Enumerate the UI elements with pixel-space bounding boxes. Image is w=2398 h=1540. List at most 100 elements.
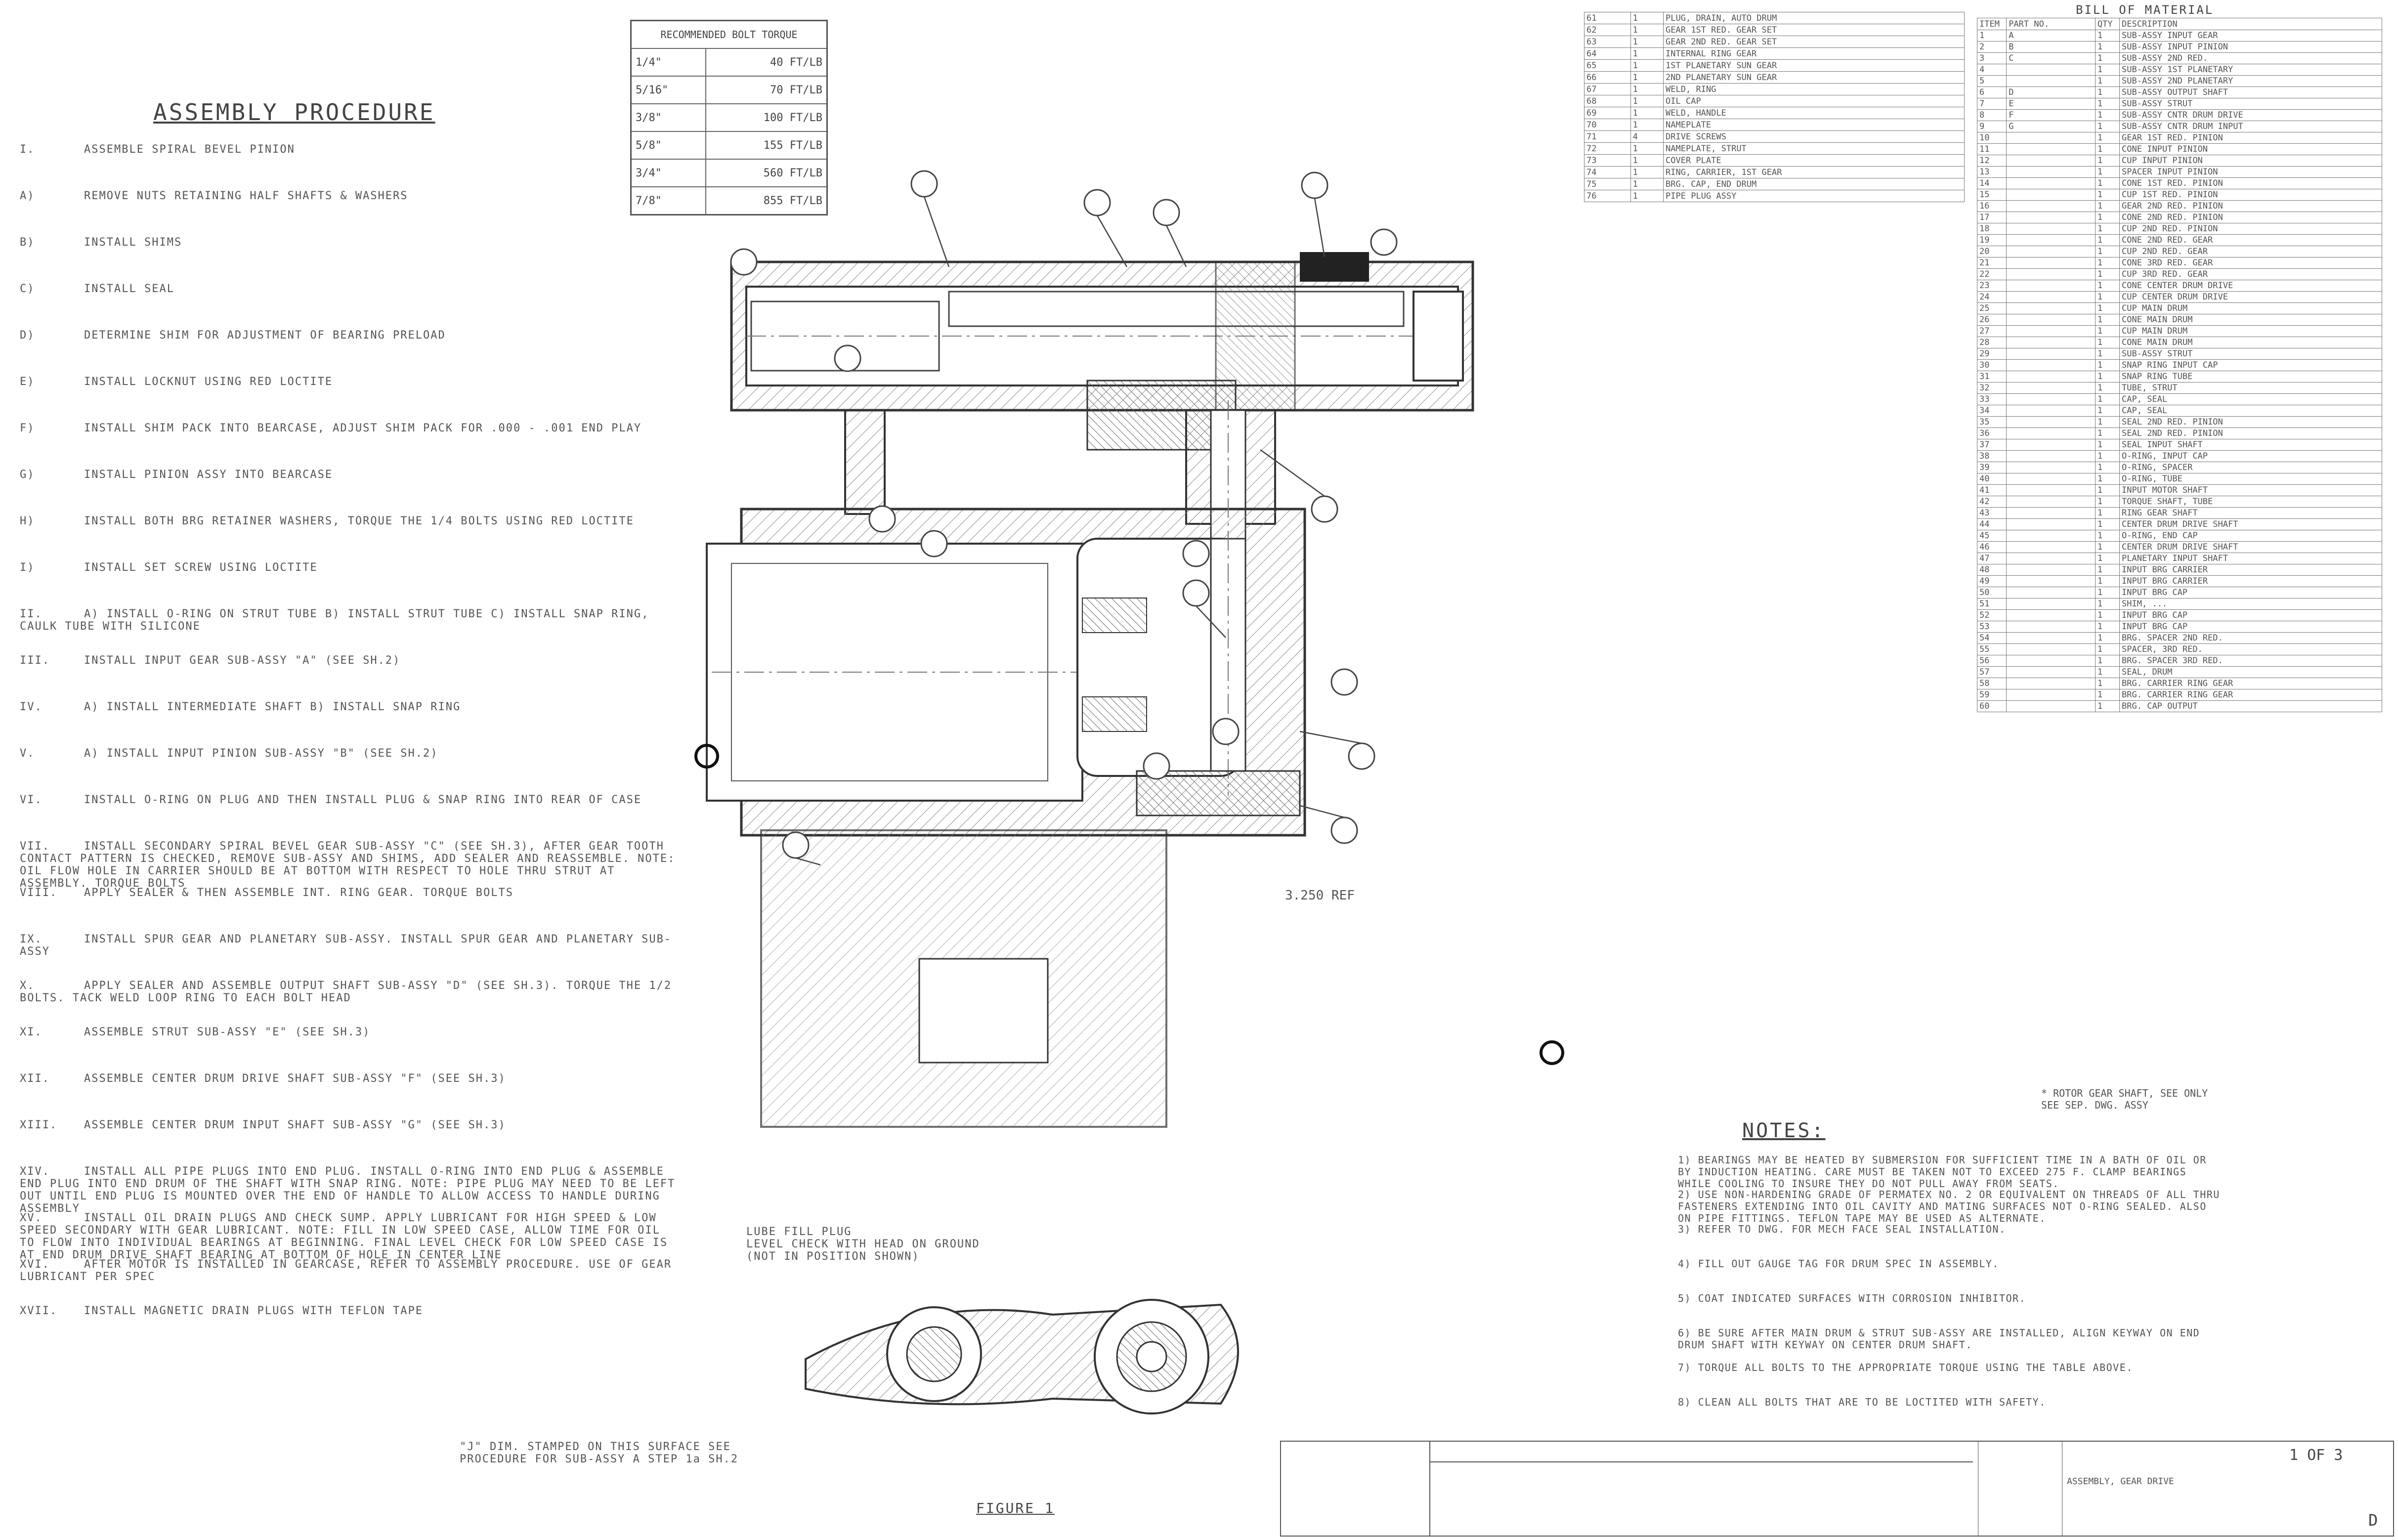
bom-desc: CONE CENTER DRUM DRIVE (2119, 280, 2382, 292)
bom-qty: 1 (2095, 98, 2120, 110)
parts-desc: 2ND PLANETARY SUN GEAR (1663, 71, 1965, 84)
bom-qty: 1 (2095, 553, 2120, 564)
bom-part (2006, 302, 2096, 314)
bom-item: 23 (1976, 280, 2007, 292)
bom-desc: BRG. CARRIER RING GEAR (2119, 689, 2382, 701)
bom-part (2006, 609, 2096, 621)
bom-qty: 1 (2095, 507, 2120, 519)
parts-item: 63 (1584, 36, 1631, 48)
revision-letter: D (2368, 1511, 2378, 1530)
procedure-step-text: INSTALL SEAL (84, 283, 174, 295)
bom-header-cell: ITEM (1976, 18, 2007, 30)
bom-qty: 1 (2095, 246, 2120, 257)
title-block: ASSEMBLY, GEAR DRIVE 1 OF 3 D (1280, 1441, 2394, 1537)
bom-part: D (2006, 86, 2096, 98)
torque-row: 5/8"155 FT/LB (630, 131, 828, 160)
bom-part (2006, 246, 2096, 257)
procedure-step-text: APPLY SEALER AND ASSEMBLE OUTPUT SHAFT S… (20, 980, 672, 1004)
bom-qty: 1 (2095, 598, 2120, 610)
procedure-step: III.INSTALL INPUT GEAR SUB-ASSY "A" (SEE… (20, 654, 677, 667)
bom-part (2006, 337, 2096, 348)
section-view-svg: 3.250 REF (694, 170, 1564, 1128)
procedure-step: VI.INSTALL O-RING ON PLUG AND THEN INSTA… (20, 794, 677, 806)
bom-desc: SEAL 2ND RED. PINION (2119, 428, 2382, 439)
bom-qty: 1 (2095, 257, 2120, 269)
bom-item: 13 (1976, 166, 2007, 178)
bom-desc: SUB-ASSY CNTR DRUM DRIVE (2119, 109, 2382, 121)
bom-desc: PLANETARY INPUT SHAFT (2119, 553, 2382, 564)
procedure-step: F)INSTALL SHIM PACK INTO BEARCASE, ADJUS… (20, 422, 677, 434)
bom-item: 24 (1976, 291, 2007, 303)
torque-row: 3/4"560 FT/LB (630, 159, 828, 187)
bom-qty: 1 (2095, 439, 2120, 451)
bom-qty: 1 (2095, 121, 2120, 132)
bom-item: 44 (1976, 518, 2007, 530)
parts-qty: 1 (1630, 95, 1664, 107)
note-item: 4) FILL OUT GAUGE TAG FOR DRUM SPEC IN A… (1678, 1258, 1999, 1270)
procedure-step-number: II. (20, 608, 43, 620)
bom-desc: INPUT MOTOR SHAFT (2119, 484, 2382, 496)
bom-desc: O-RING, INPUT CAP (2119, 450, 2382, 462)
parts-qty: 1 (1630, 119, 1664, 131)
bom-part (2006, 257, 2096, 269)
bom-desc: BRG. CARRIER RING GEAR (2119, 678, 2382, 689)
bom-desc: RING GEAR SHAFT (2119, 507, 2382, 519)
procedure-step-text: INSTALL OIL DRAIN PLUGS AND CHECK SUMP. … (20, 1212, 668, 1261)
bom-item: 16 (1976, 200, 2007, 212)
bom-part (2006, 268, 2096, 280)
bom-qty: 1 (2095, 41, 2120, 53)
procedure-step-text: INSTALL SECONDARY SPIRAL BEVEL GEAR SUB-… (20, 840, 676, 890)
parts-item: 76 (1584, 190, 1631, 202)
bom-header-cell: PART NO. (2006, 18, 2096, 30)
bom-title: BILL OF MATERIAL (2076, 3, 2214, 17)
note-item: 6) BE SURE AFTER MAIN DRUM & STRUT SUB-A… (1678, 1327, 2200, 1351)
bom-qty: 1 (2095, 177, 2120, 189)
bom-desc: CAP, SEAL (2119, 393, 2382, 405)
bom-desc: SUB-ASSY INPUT PINION (2119, 41, 2382, 53)
bom-part (2006, 371, 2096, 383)
bom-item: 57 (1976, 666, 2007, 678)
bom-item: 11 (1976, 143, 2007, 155)
bom-qty: 1 (2095, 64, 2120, 76)
bom-item: 49 (1976, 575, 2007, 587)
procedure-step: XIV.INSTALL ALL PIPE PLUGS INTO END PLUG… (20, 1165, 677, 1215)
bom-header-cell: DESCRIPTION (2119, 18, 2382, 30)
strut-dimension-label: 3.250 REF (1285, 888, 1355, 903)
procedure-step-text: INSTALL SHIMS (84, 236, 182, 249)
procedure-step: A)REMOVE NUTS RETAINING HALF SHAFTS & WA… (20, 190, 677, 202)
bom-part (2006, 132, 2096, 144)
bom-desc: SUB-ASSY 2ND PLANETARY (2119, 75, 2382, 87)
bom-desc: CONE 3RD RED. GEAR (2119, 257, 2382, 269)
bom-part (2006, 223, 2096, 235)
bom-part: G (2006, 121, 2096, 132)
bom-part (2006, 405, 2096, 417)
parts-desc: GEAR 1ST RED. GEAR SET (1663, 24, 1965, 36)
bom-qty: 1 (2095, 143, 2120, 155)
procedure-step-number: F) (20, 422, 35, 434)
bom-qty: 1 (2095, 473, 2120, 485)
torque-row: 7/8"855 FT/LB (630, 186, 828, 215)
procedure-step-text: AFTER MOTOR IS INSTALLED IN GEARCASE, RE… (20, 1258, 672, 1283)
bom-part (2006, 507, 2096, 519)
parts-qty: 1 (1630, 36, 1664, 48)
bom-item: 12 (1976, 155, 2007, 167)
